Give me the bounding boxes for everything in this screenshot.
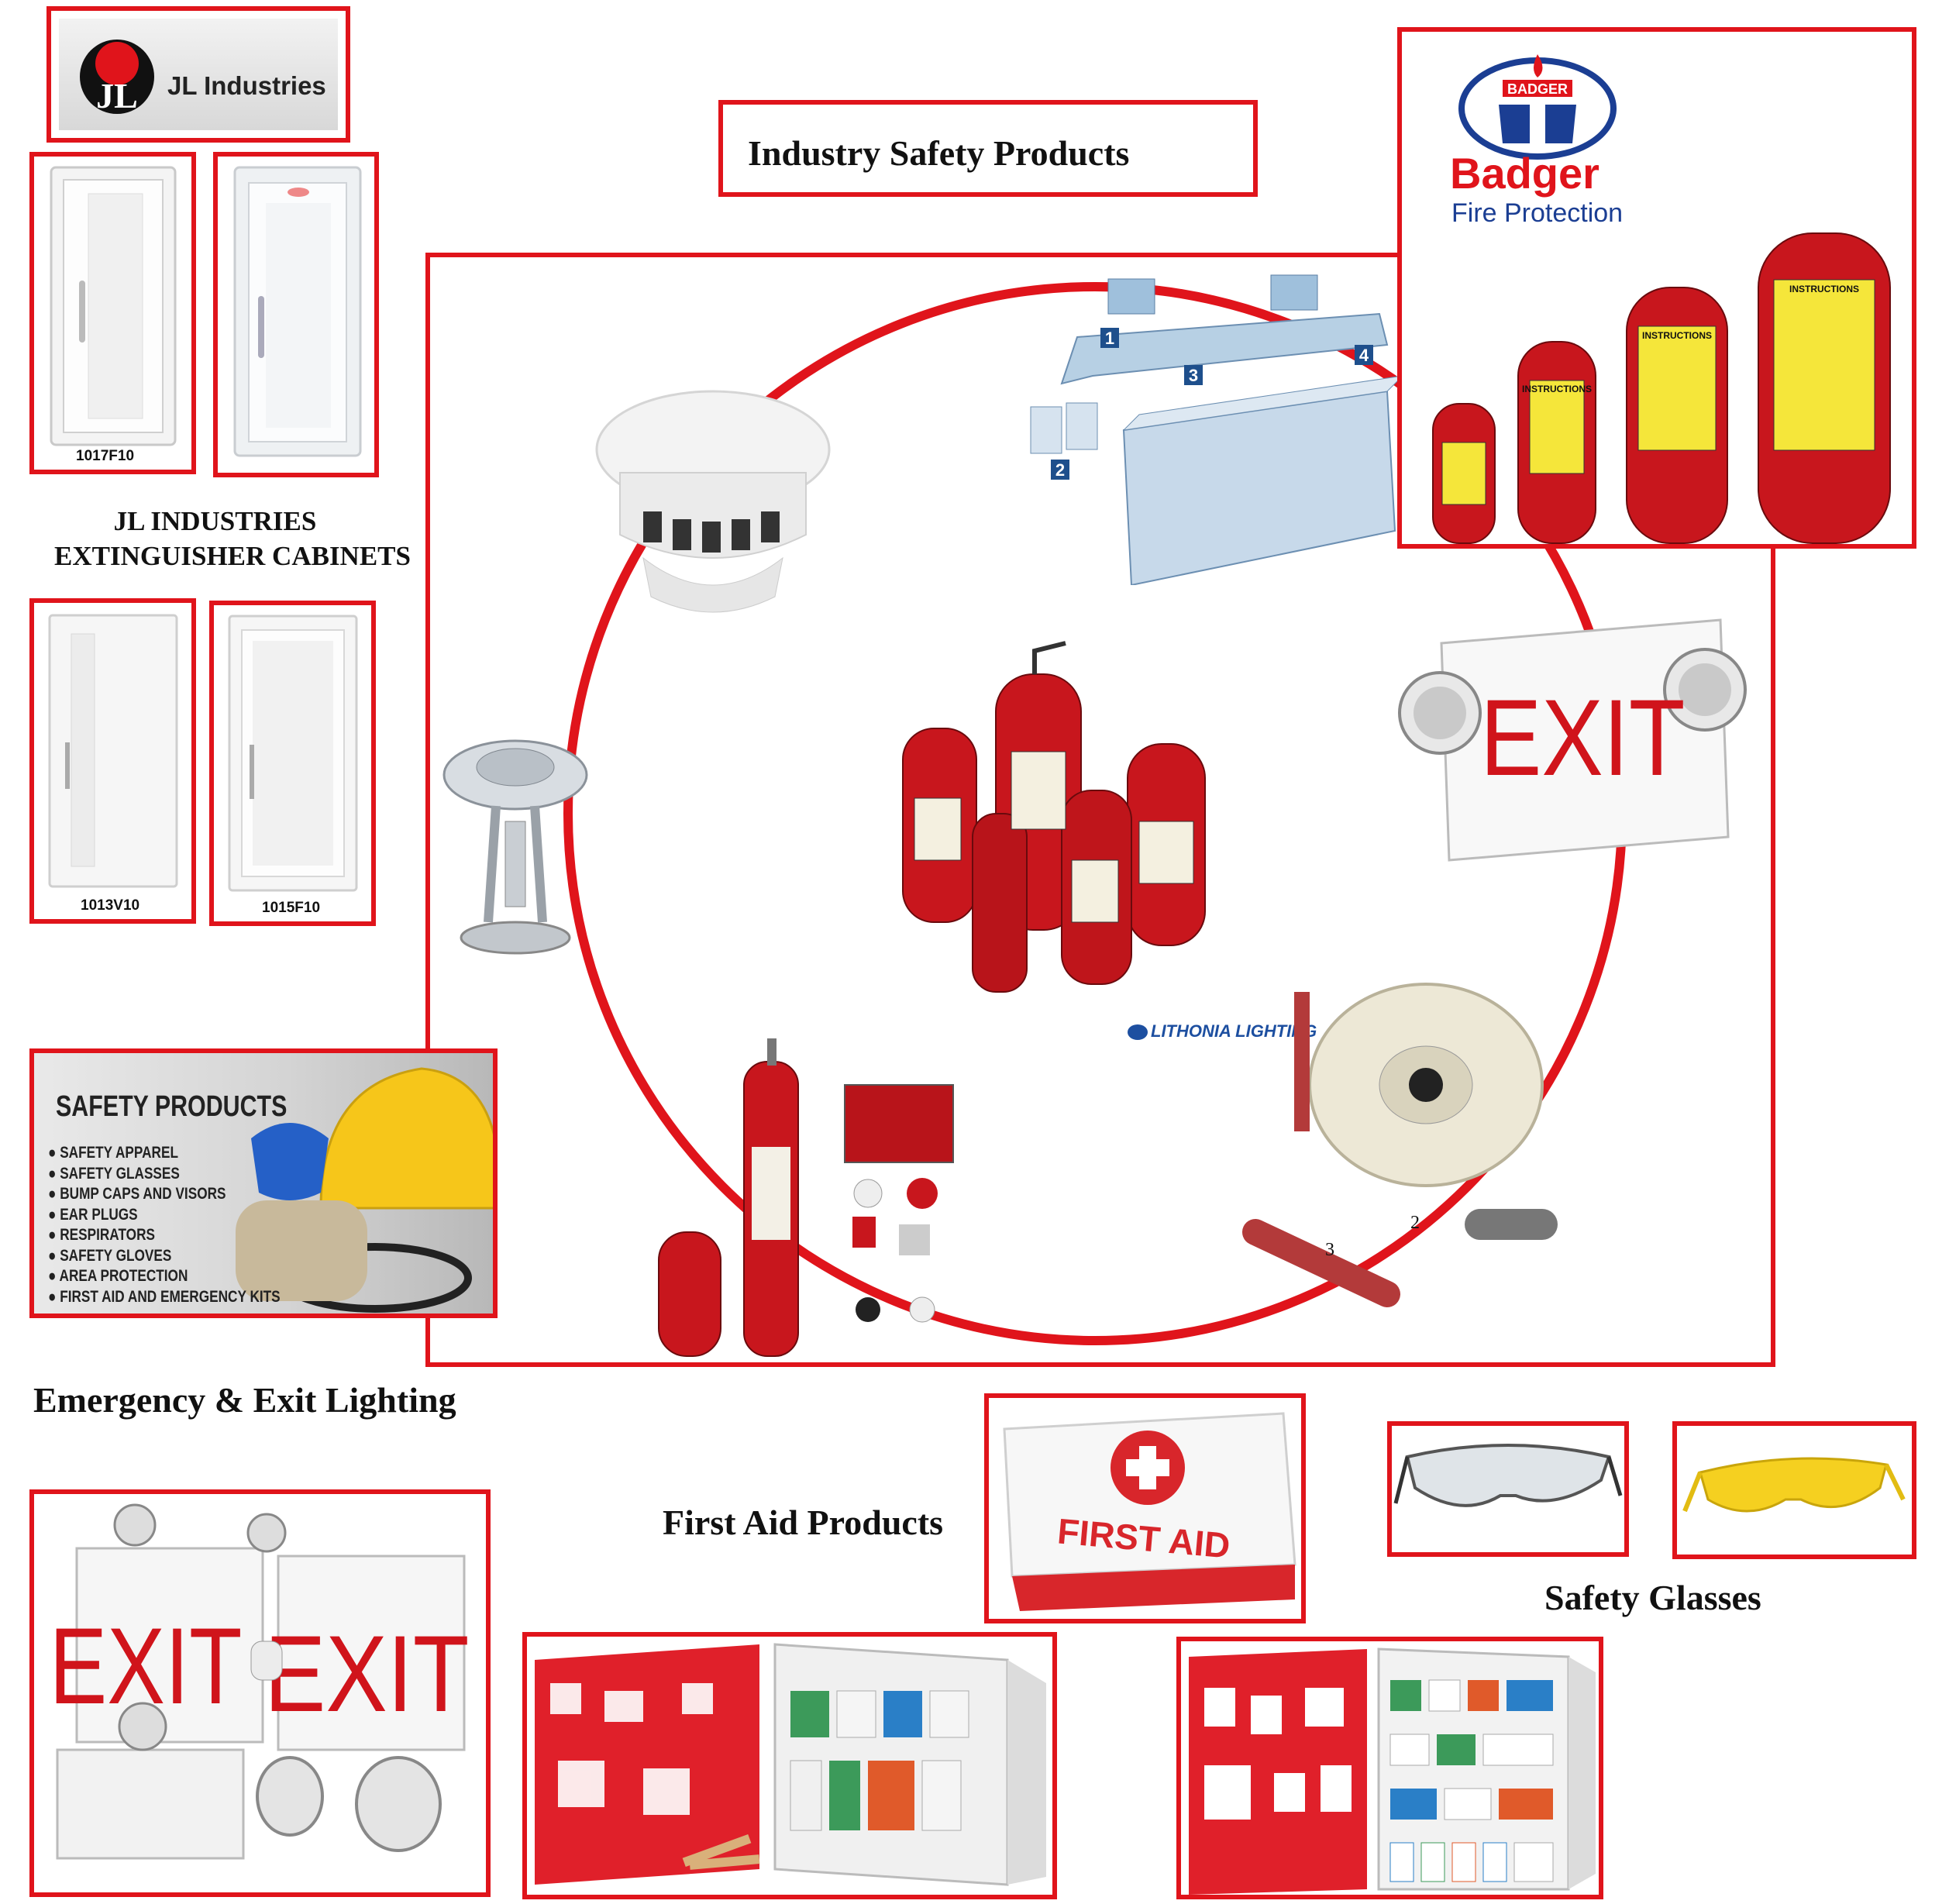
extinguisher-cabinet-image — [50, 166, 177, 446]
safety-glasses-heading: Safety Glasses — [1544, 1578, 1761, 1617]
yellow-safety-glasses-icon — [1682, 1457, 1906, 1513]
safety-product-item: ● RESPIRATORS — [48, 1226, 155, 1244]
cabinet-1013v10: 1013V10 — [29, 598, 196, 924]
badger-logo-icon: BADGER — [1458, 54, 1617, 160]
safety-product-item: ● FIRST AID AND EMERGENCY KITS — [48, 1287, 281, 1306]
cabinet-1017f10: 1017F10 — [29, 152, 196, 474]
emergency-exit-lighting: EXIT EXIT — [29, 1489, 491, 1897]
lithonia-mark-icon — [1128, 1024, 1148, 1041]
bullet-icon: ● — [48, 1267, 57, 1285]
hose-number: 2 — [1410, 1213, 1420, 1233]
jl-industries-logo: JL JL Industries — [46, 6, 350, 143]
fire-hose-nozzle-icon: 2 3 — [1242, 983, 1558, 1307]
cabinet-model-label: 1015F10 — [262, 900, 321, 916]
extinguisher-label: INSTRUCTIONS — [1522, 384, 1592, 394]
cabinets-heading-line2: EXTINGUISHER CABINETS — [54, 541, 411, 571]
emergency-lighting-heading: Emergency & Exit Lighting — [33, 1380, 456, 1420]
cabinet-model-label: 1013V10 — [81, 897, 140, 914]
extinguisher-label: INSTRUCTIONS — [1642, 330, 1712, 341]
fire-suppression-system-icon — [658, 1038, 954, 1357]
exit-sign-text: EXIT — [1480, 677, 1685, 798]
jl-logo-icon: JL — [80, 40, 154, 115]
badger-badge-text: BADGER — [1507, 81, 1568, 97]
bullet-icon: ● — [48, 1164, 57, 1183]
exit-sign-icon: EXIT — [1398, 618, 1747, 862]
bullet-icon: ● — [48, 1185, 57, 1203]
safety-product-item: ● BUMP CAPS AND VISORS — [48, 1185, 226, 1203]
bullet-icon: ● — [48, 1144, 57, 1162]
bullet-icon: ● — [48, 1205, 57, 1224]
extinguisher-label: INSTRUCTIONS — [1789, 284, 1859, 294]
kitchen-number: 3 — [1189, 366, 1198, 385]
hard-hat-icon — [236, 1067, 493, 1313]
fire-extinguisher-group-icon — [902, 641, 1206, 993]
kitchen-number: 2 — [1055, 460, 1065, 480]
bullet-icon: ● — [48, 1246, 57, 1265]
safety-glasses-yellow — [1672, 1421, 1916, 1559]
extinguisher-cabinet-image — [48, 614, 178, 888]
extinguisher-cabinet-image — [228, 615, 358, 892]
safety-glasses-clear — [1387, 1421, 1629, 1557]
page-title: Industry Safety Products — [748, 133, 1130, 173]
exit-signs-icon: EXIT EXIT — [50, 1503, 469, 1860]
kitchen-number: 1 — [1105, 329, 1114, 348]
cabinet-1015f10: 1015F10 — [209, 601, 376, 926]
first-aid-heading: First Aid Products — [663, 1503, 944, 1542]
first-aid-kit-icon: FIRST AID — [1003, 1412, 1296, 1611]
central-frame — [425, 253, 1775, 1367]
safety-product-item: ● SAFETY GLASSES — [48, 1164, 180, 1183]
lithonia-logo: LITHONIA LIGHTING — [1128, 1021, 1317, 1042]
exit-sign-text: EXIT — [264, 1613, 469, 1734]
hose-number: 3 — [1325, 1240, 1334, 1260]
safety-product-item: ● SAFETY GLOVES — [48, 1246, 172, 1265]
svg-text:JL: JL — [96, 76, 138, 115]
first-aid-cabinet-small — [522, 1632, 1057, 1899]
lithonia-name: LITHONIA LIGHTING — [1151, 1021, 1317, 1041]
jl-brand-name: JL Industries — [167, 71, 326, 100]
safety-product-item: ● EAR PLUGS — [48, 1205, 138, 1224]
extinguisher-cabinet-image — [233, 166, 362, 457]
badger-fire-protection: BADGER Badger Fire Protection INSTRUCTIO… — [1397, 27, 1916, 549]
badger-brand-subtitle: Fire Protection — [1451, 198, 1624, 228]
cabinet-recessed — [213, 152, 379, 477]
safety-products-list: ● SAFETY APPAREL ● SAFETY GLASSES ● BUMP… — [48, 1143, 331, 1307]
first-aid-cabinet-icon — [1189, 1647, 1596, 1895]
cabinet-model-label: 1017F10 — [76, 448, 135, 464]
safety-product-item: ● AREA PROTECTION — [48, 1267, 188, 1285]
bullet-icon: ● — [48, 1287, 57, 1306]
safety-products-title: SAFETY PRODUCTS — [56, 1090, 288, 1123]
safety-product-item: ● SAFETY APPAREL — [48, 1144, 178, 1162]
first-aid-kit-box: FIRST AID — [984, 1393, 1306, 1623]
kitchen-number: 4 — [1359, 346, 1369, 365]
kitchen-suppression-system-icon: 1 2 3 4 — [1030, 274, 1404, 585]
first-aid-cabinet-large — [1176, 1637, 1603, 1899]
first-aid-cabinet-icon — [535, 1643, 1046, 1886]
sprinkler-head-icon — [442, 739, 588, 955]
cabinets-heading-line1: JL INDUSTRIES — [113, 506, 317, 536]
clear-safety-glasses-icon — [1393, 1444, 1623, 1507]
bullet-icon: ● — [48, 1226, 57, 1244]
main-title-box: Industry Safety Products — [718, 100, 1258, 197]
safety-products-banner: SAFETY PRODUCTS ● SAFETY APPAREL ● SAFET… — [29, 1048, 498, 1318]
smoke-detector-icon — [595, 390, 831, 613]
badger-brand-name: Badger — [1450, 149, 1599, 198]
badger-extinguishers-icon: INSTRUCTIONS INSTRUCTIONS INSTRUCTIONS — [1432, 232, 1891, 544]
